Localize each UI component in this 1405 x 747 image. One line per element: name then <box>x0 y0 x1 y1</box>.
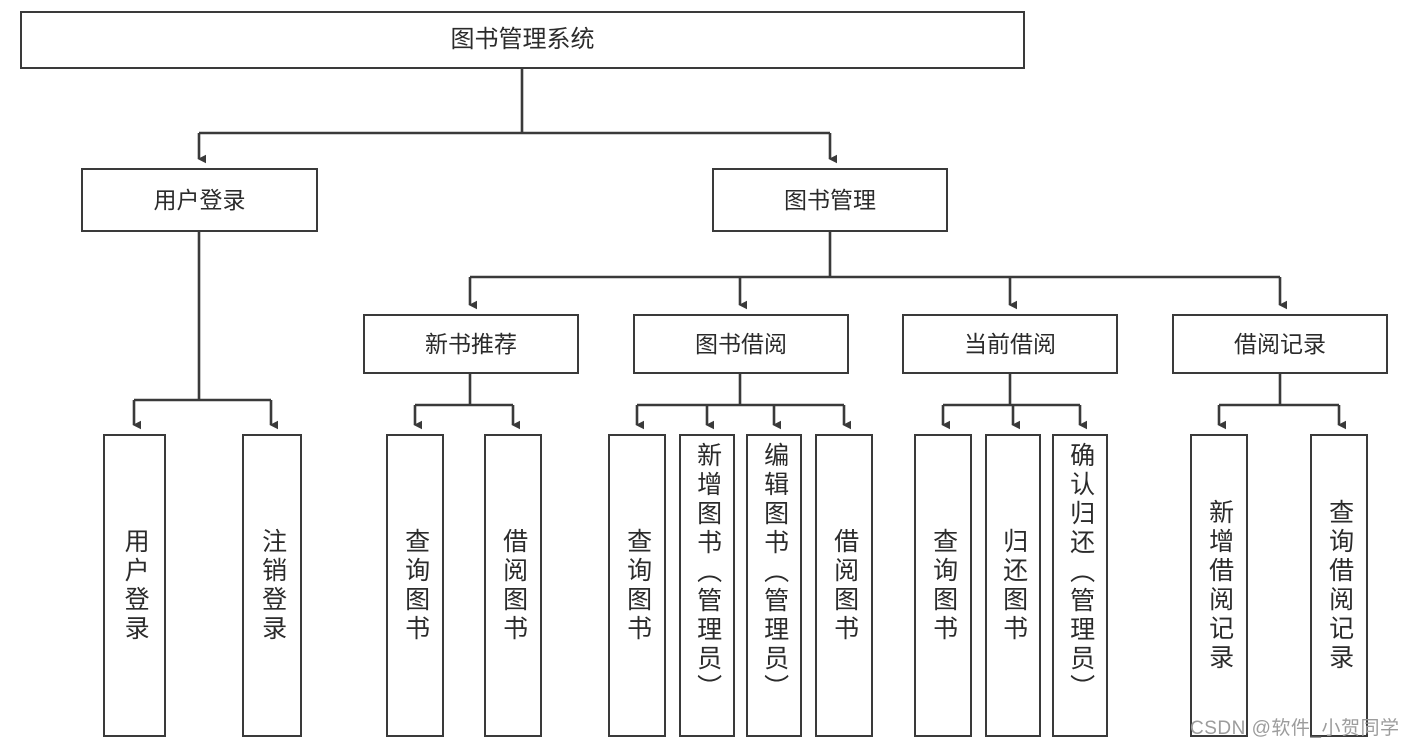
leaf-query-borrow-record[interactable]: 查询借阅记录 <box>1310 434 1368 737</box>
leaf-confirm-return-admin-label: 确认归还（管理员） <box>1066 442 1095 703</box>
node-current-borrow-label: 当前借阅 <box>964 330 1056 357</box>
leaf-query-book-borrow-label: 查询图书 <box>623 527 652 644</box>
leaf-confirm-return-admin[interactable]: 确认归还（管理员） <box>1052 434 1108 737</box>
node-current-borrow[interactable]: 当前借阅 <box>902 314 1118 374</box>
leaf-logout-login-label: 注销登录 <box>258 527 287 644</box>
node-root-label: 图书管理系统 <box>450 26 595 53</box>
leaf-user-login-label: 用户登录 <box>121 527 150 644</box>
node-book-borrow[interactable]: 图书借阅 <box>633 314 849 374</box>
node-borrow-record-label: 借阅记录 <box>1234 330 1326 357</box>
leaf-edit-book-admin[interactable]: 编辑图书（管理员） <box>746 434 802 737</box>
leaf-query-borrow-record-label: 查询借阅记录 <box>1325 498 1354 673</box>
node-user-login[interactable]: 用户登录 <box>81 168 318 232</box>
leaf-borrow-book-recommend[interactable]: 借阅图书 <box>484 434 542 737</box>
node-new-book-recommendation[interactable]: 新书推荐 <box>363 314 579 374</box>
leaf-logout-login[interactable]: 注销登录 <box>242 434 302 737</box>
node-book-management-label: 图书管理 <box>784 186 876 213</box>
leaf-borrow-book-label: 借阅图书 <box>830 527 859 644</box>
leaf-return-book[interactable]: 归还图书 <box>985 434 1041 737</box>
leaf-query-book-recommend[interactable]: 查询图书 <box>386 434 444 737</box>
leaf-query-book-borrow[interactable]: 查询图书 <box>608 434 666 737</box>
node-book-borrow-label: 图书借阅 <box>695 330 787 357</box>
leaf-add-book-admin-label: 新增图书（管理员） <box>693 442 722 703</box>
node-new-book-recommendation-label: 新书推荐 <box>425 330 517 357</box>
node-root[interactable]: 图书管理系统 <box>20 11 1025 69</box>
watermark: CSDN @软件_小贺同学 <box>1190 718 1400 739</box>
leaf-add-borrow-record[interactable]: 新增借阅记录 <box>1190 434 1248 737</box>
leaf-user-login[interactable]: 用户登录 <box>103 434 166 737</box>
leaf-query-book-current-label: 查询图书 <box>929 527 958 644</box>
leaf-return-book-label: 归还图书 <box>999 527 1028 644</box>
node-book-management[interactable]: 图书管理 <box>712 168 948 232</box>
leaf-borrow-book[interactable]: 借阅图书 <box>815 434 873 737</box>
leaf-add-borrow-record-label: 新增借阅记录 <box>1205 498 1234 673</box>
leaf-add-book-admin[interactable]: 新增图书（管理员） <box>679 434 735 737</box>
leaf-query-book-current[interactable]: 查询图书 <box>914 434 972 737</box>
leaf-edit-book-admin-label: 编辑图书（管理员） <box>760 442 789 703</box>
leaf-borrow-book-recommend-label: 借阅图书 <box>499 527 528 644</box>
leaf-query-book-recommend-label: 查询图书 <box>401 527 430 644</box>
node-borrow-record[interactable]: 借阅记录 <box>1172 314 1388 374</box>
node-user-login-label: 用户登录 <box>153 186 246 213</box>
